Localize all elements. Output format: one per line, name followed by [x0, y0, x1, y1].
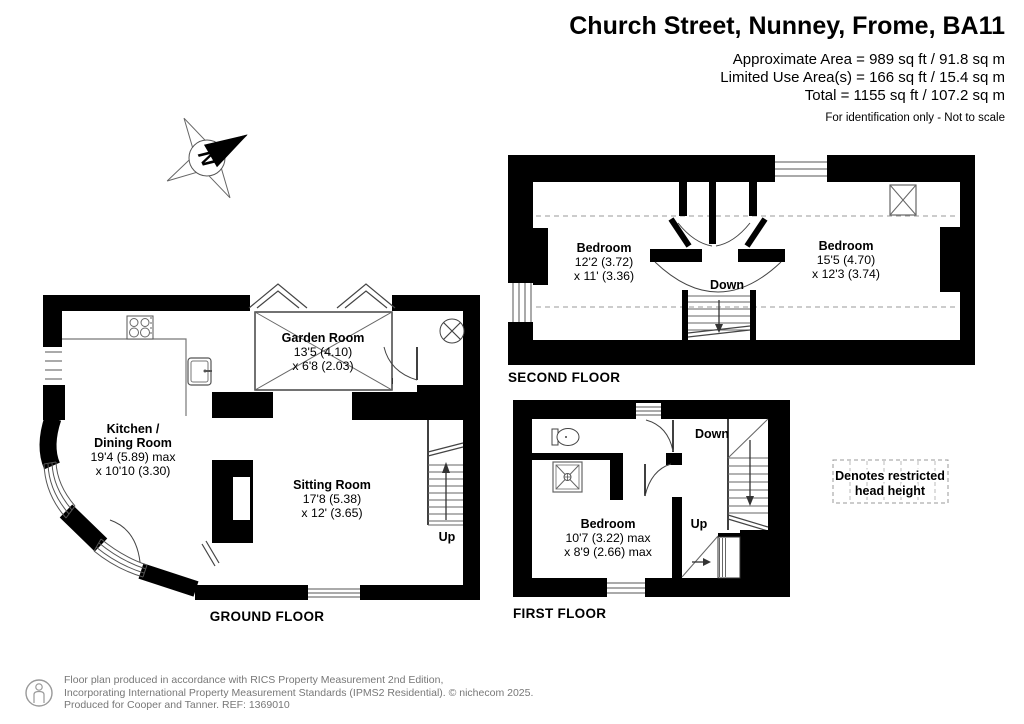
bedroom1-dim-1: 12'2 (3.72): [575, 255, 633, 269]
footer: Floor plan produced in accordance with R…: [24, 674, 533, 712]
first-up-label: Up: [691, 517, 708, 531]
footer-line-3: Produced for Cooper and Tanner. REF: 136…: [64, 699, 290, 711]
footer-line-1: Floor plan produced in accordance with R…: [64, 674, 444, 686]
bottom-window: [607, 578, 645, 597]
page-title: Church Street, Nunney, Frome, BA11: [569, 12, 1005, 40]
left-window: [45, 347, 62, 385]
first-bedroom-dim-1: 10'7 (3.22) max: [565, 531, 651, 545]
kitchen-counter: [62, 338, 187, 416]
first-floor-doors: [644, 419, 674, 497]
garden-room-name: Garden Room: [282, 331, 365, 345]
bedroom1-dim-2: x 11' (3.36): [574, 269, 634, 283]
ground-floor-plan: Kitchen / Dining Room 19'4 (5.89) max x …: [39, 283, 480, 624]
sink-icon: [187, 357, 212, 386]
garden-room: [248, 283, 396, 391]
first-bedroom-dim-2: x 8'9 (2.66) max: [564, 545, 653, 559]
legend-line-1: Denotes restricted: [835, 469, 945, 483]
left-window: [508, 283, 533, 322]
stairs-ground: [427, 420, 464, 526]
sitting-room-dim-2: x 12' (3.65): [301, 506, 362, 520]
second-floor-plan: Bedroom 12'2 (3.72) x 11' (3.36) Bedroom…: [508, 155, 975, 385]
bottom-window: [308, 585, 360, 600]
garden-room-dim-2: x 6'8 (2.03): [292, 359, 353, 373]
first-floor-plan: Down Up Bedroom 10'7 (3.22) max x 8'9 (2…: [513, 400, 790, 621]
top-window: [775, 155, 827, 182]
landing-door-arcs: [654, 222, 782, 293]
kitchen-name-2: Dining Room: [94, 436, 172, 450]
chimney-breast-right: [940, 227, 960, 292]
bay-window: [43, 461, 76, 519]
restricted-head-height-legend: Denotes restricted head height: [832, 459, 949, 504]
second-floor-label: SECOND FLOOR: [508, 370, 620, 385]
toilet-icon: [551, 428, 580, 446]
approximate-area: Approximate Area = 989 sq ft / 91.8 sq m: [732, 51, 1005, 68]
restricted-head-height-lines: [536, 215, 958, 308]
limited-use-area: Limited Use Area(s) = 166 sq ft / 15.4 s…: [720, 69, 1005, 86]
bay-window-2: [93, 538, 148, 578]
ground-up-label: Up: [439, 530, 456, 544]
legend-line-2: head height: [855, 484, 926, 498]
ceiling-light-icon: [439, 318, 465, 344]
first-bedroom-name: Bedroom: [581, 517, 636, 531]
hob-icon: [126, 315, 154, 340]
footer-text: Floor plan produced in accordance with R…: [64, 674, 533, 712]
first-floor-label: FIRST FLOOR: [513, 606, 606, 621]
shower-icon: [552, 461, 583, 493]
understairs-winder: [681, 530, 768, 579]
ground-floor-label: GROUND FLOOR: [210, 609, 325, 624]
stairs-first: [727, 418, 769, 532]
landing-walls: [650, 182, 785, 262]
hall-door: [383, 346, 418, 381]
garden-room-dim-1: 13'5 (4.10): [294, 345, 352, 359]
kitchen-name-1: Kitchen /: [107, 422, 160, 436]
bedroom1-name: Bedroom: [577, 241, 632, 255]
footer-line-2: Incorporating International Property Mea…: [64, 686, 534, 699]
stairs-second: [682, 290, 756, 340]
header: Church Street, Nunney, Frome, BA11 Appro…: [569, 12, 1005, 124]
disclaimer: For identification only - Not to scale: [825, 112, 1005, 124]
kitchen-dim-1: 19'4 (5.89) max: [90, 450, 176, 464]
person-icon: [25, 679, 53, 707]
second-down-label: Down: [710, 278, 744, 292]
top-window: [636, 403, 661, 419]
bedroom2-dim-1: 15'5 (4.70): [817, 253, 875, 267]
skylight-icon: [889, 184, 917, 216]
compass-north-icon: N: [166, 117, 248, 199]
total-area: Total = 1155 sq ft / 107.2 sq m: [804, 87, 1005, 104]
sitting-room-dim-1: 17'8 (5.38): [303, 492, 361, 506]
kitchen-dim-2: x 10'10 (3.30): [96, 464, 171, 478]
bedroom2-name: Bedroom: [819, 239, 874, 253]
first-down-label: Down: [695, 427, 729, 441]
sitting-room-name: Sitting Room: [293, 478, 371, 492]
bathroom-walls: [532, 453, 682, 578]
bay-door-arc: [109, 519, 220, 567]
chimney-breast-left: [533, 228, 548, 285]
bedroom2-dim-2: x 12'3 (3.74): [812, 267, 880, 281]
